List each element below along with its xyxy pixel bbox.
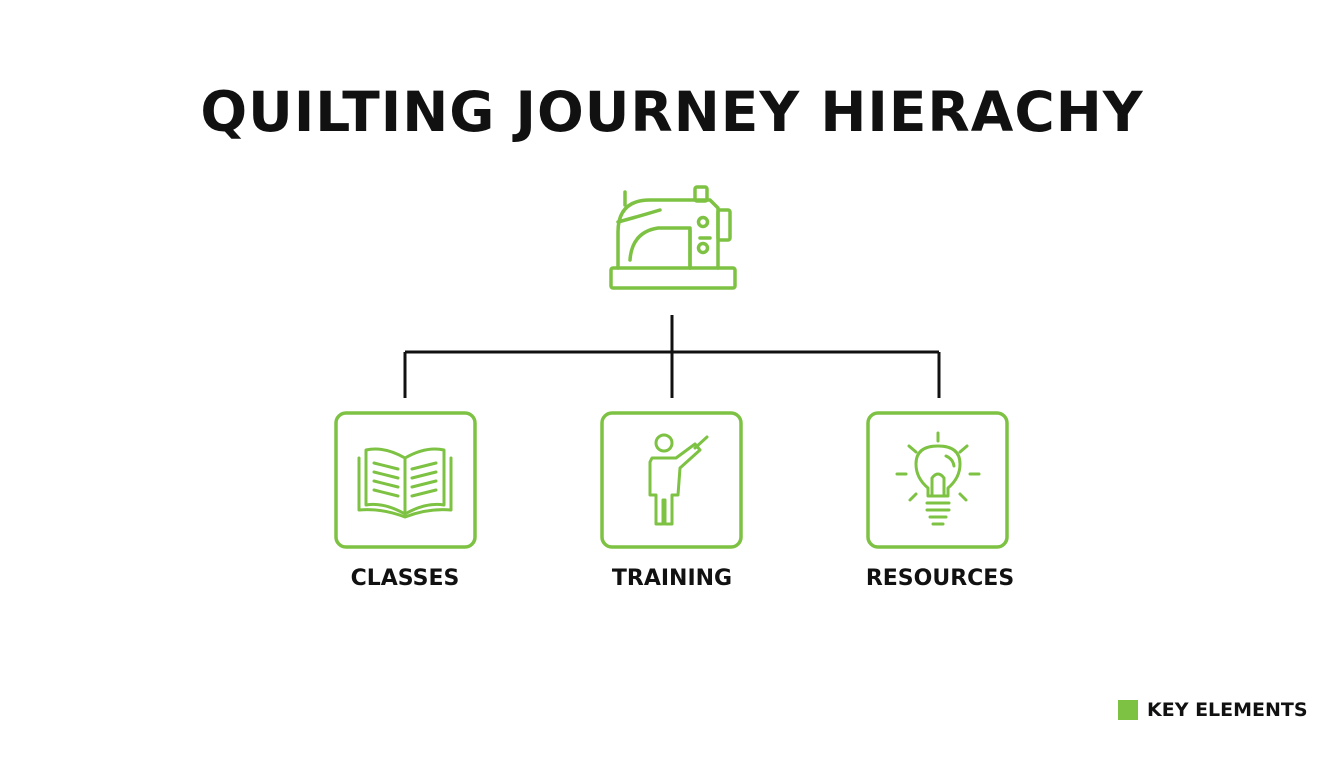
open-book-icon <box>357 447 453 519</box>
diagram-title: QUILTING JOURNEY HIERACHY <box>200 80 1144 144</box>
label-resources: RESOURCES <box>865 566 1015 591</box>
label-classes: CLASSES <box>350 566 460 591</box>
legend-swatch <box>1118 700 1138 720</box>
node-classes <box>334 411 477 549</box>
lightbulb-icon <box>895 431 981 526</box>
node-resources <box>866 411 1009 549</box>
instructor-pointing-icon <box>648 433 709 526</box>
connector-lines <box>403 315 941 398</box>
sewing-machine-icon <box>609 185 737 290</box>
legend: KEY ELEMENTS <box>1118 698 1308 722</box>
label-training: TRAINING <box>611 566 733 591</box>
node-training <box>600 411 743 549</box>
legend-label: KEY ELEMENTS <box>1147 699 1308 721</box>
